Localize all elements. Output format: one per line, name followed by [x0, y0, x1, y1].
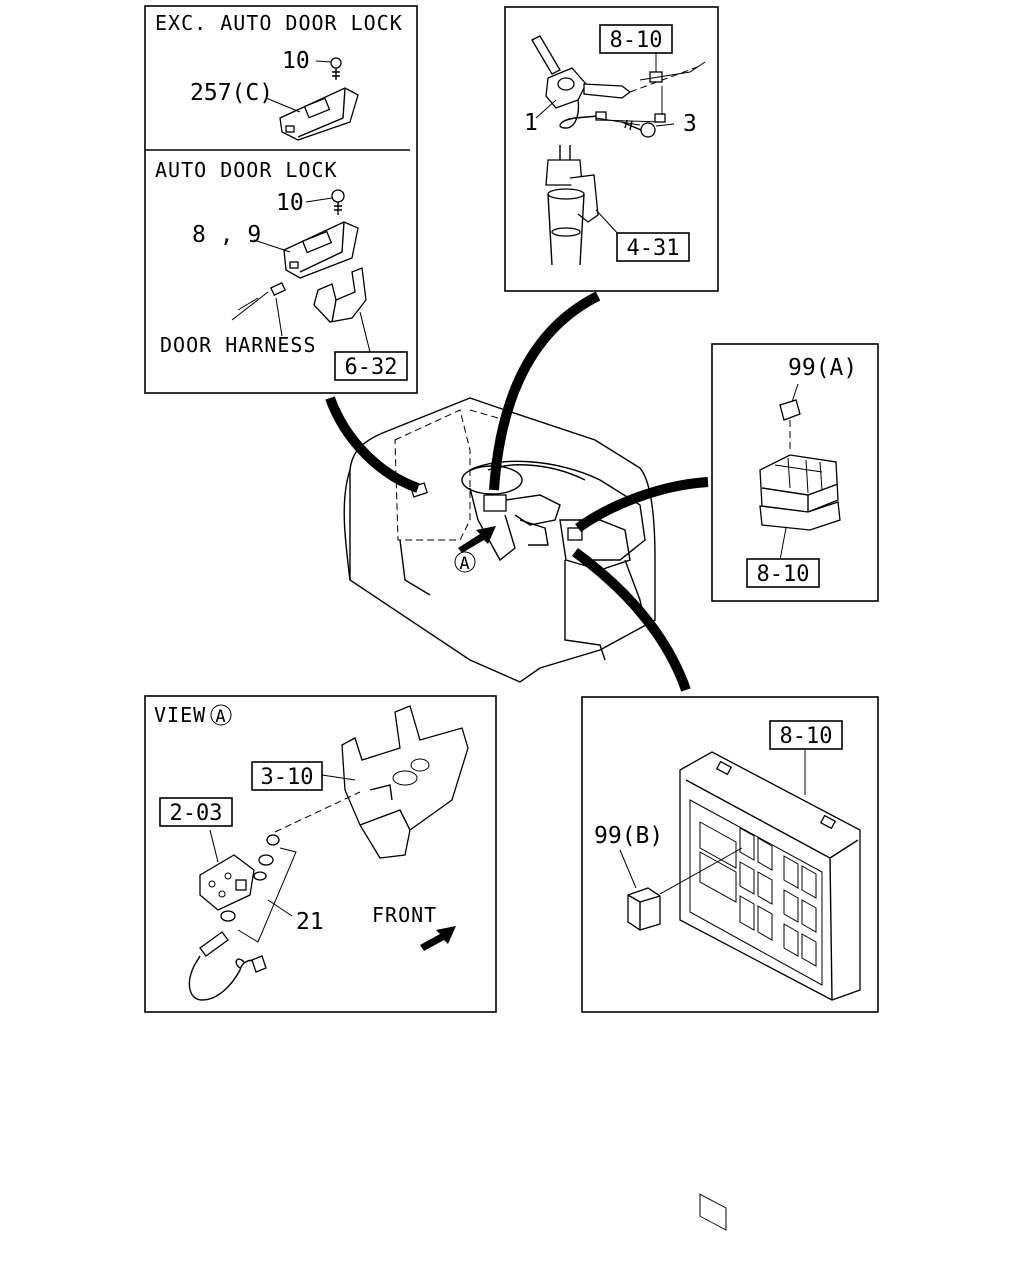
leader-curve-door: [325, 396, 420, 493]
screw-icon: [315, 57, 342, 80]
screw-icon: [621, 119, 675, 138]
bracket-3-10: [321, 705, 469, 859]
ref-box-4-31: [616, 232, 690, 262]
ref-8-10-relay-b: 8-10: [780, 724, 833, 749]
bracket-6-32: [313, 267, 371, 353]
callout-bracket: [237, 847, 297, 943]
heading-auto-door-lock: AUTO DOOR LOCK: [155, 158, 338, 182]
panel-door-lock-switch: EXC. AUTO DOOR LOCK 10 257(C) AUTO DOOR …: [144, 5, 418, 394]
combination-switch: [531, 35, 701, 129]
dash-line: [274, 791, 361, 833]
washer-icon: [220, 834, 280, 922]
ref-2-03: 2-03: [170, 801, 223, 826]
callout-1: 1: [524, 110, 538, 136]
circled-a-icon: [210, 704, 232, 726]
callout-8-9: 8 , 9: [192, 222, 261, 248]
callout-10-upper: 10: [282, 48, 310, 74]
leader-curve-relay-b: [572, 547, 691, 692]
callout-3: 3: [683, 111, 697, 137]
relay-99a: [779, 383, 801, 450]
ref-4-31: 4-31: [627, 236, 680, 261]
panel-steering-column: 8-10 1 3: [504, 6, 719, 292]
callout-21: 21: [296, 909, 324, 935]
front-arrow-icon: [420, 926, 456, 951]
center-view-marker: A: [459, 554, 470, 574]
sensor-harness: [188, 931, 267, 1001]
callout-99a: 99(A): [788, 355, 857, 381]
ref-6-32: 6-32: [345, 355, 398, 380]
ref-box-3-10: [251, 761, 323, 791]
screw-icon: [305, 189, 345, 215]
harness-connector: [231, 281, 286, 337]
fuse-relay-box: [679, 751, 861, 1231]
ref-box-2-03: [159, 797, 233, 827]
ref-8-10-relay-a: 8-10: [757, 562, 810, 587]
view-marker: A: [215, 707, 226, 727]
view-label: VIEW: [154, 703, 206, 727]
ref-3-10: 3-10: [261, 765, 314, 790]
ref-box-8-10-top: [599, 24, 673, 54]
panel-relay-a: 99(A) 8-10: [711, 343, 879, 602]
ref-box-8-10-relay-a: [746, 558, 820, 588]
label-door-harness: DOOR HARNESS: [160, 333, 317, 357]
steering-column: [545, 145, 621, 266]
door-switch-257c: [265, 87, 359, 141]
ref-box-6-32: [334, 351, 408, 381]
leader-curve-relay-a: [575, 477, 709, 533]
circled-a-icon: [454, 551, 476, 573]
plate-2-03: [199, 829, 255, 911]
ref-8-10-top: 8-10: [610, 28, 663, 53]
relay-99b: [619, 847, 743, 931]
panel-view-a: VIEW A 3-10 2-03: [144, 695, 497, 1013]
leader-curve-column: [489, 291, 601, 491]
door-switch-auto: [253, 221, 359, 279]
ref-box-8-10-relay-b: [769, 720, 843, 750]
view-arrow-icon: [458, 526, 496, 553]
relay-block: [759, 454, 841, 561]
callout-99b: 99(B): [594, 823, 663, 849]
callout-10-lower: 10: [276, 190, 304, 216]
heading-exc-auto-door-lock: EXC. AUTO DOOR LOCK: [155, 11, 403, 35]
panel-relay-b: 8-10 99: [581, 696, 879, 1231]
harness-line: [599, 52, 706, 123]
front-label: FRONT: [372, 903, 437, 927]
callout-257c: 257(C): [190, 80, 273, 106]
